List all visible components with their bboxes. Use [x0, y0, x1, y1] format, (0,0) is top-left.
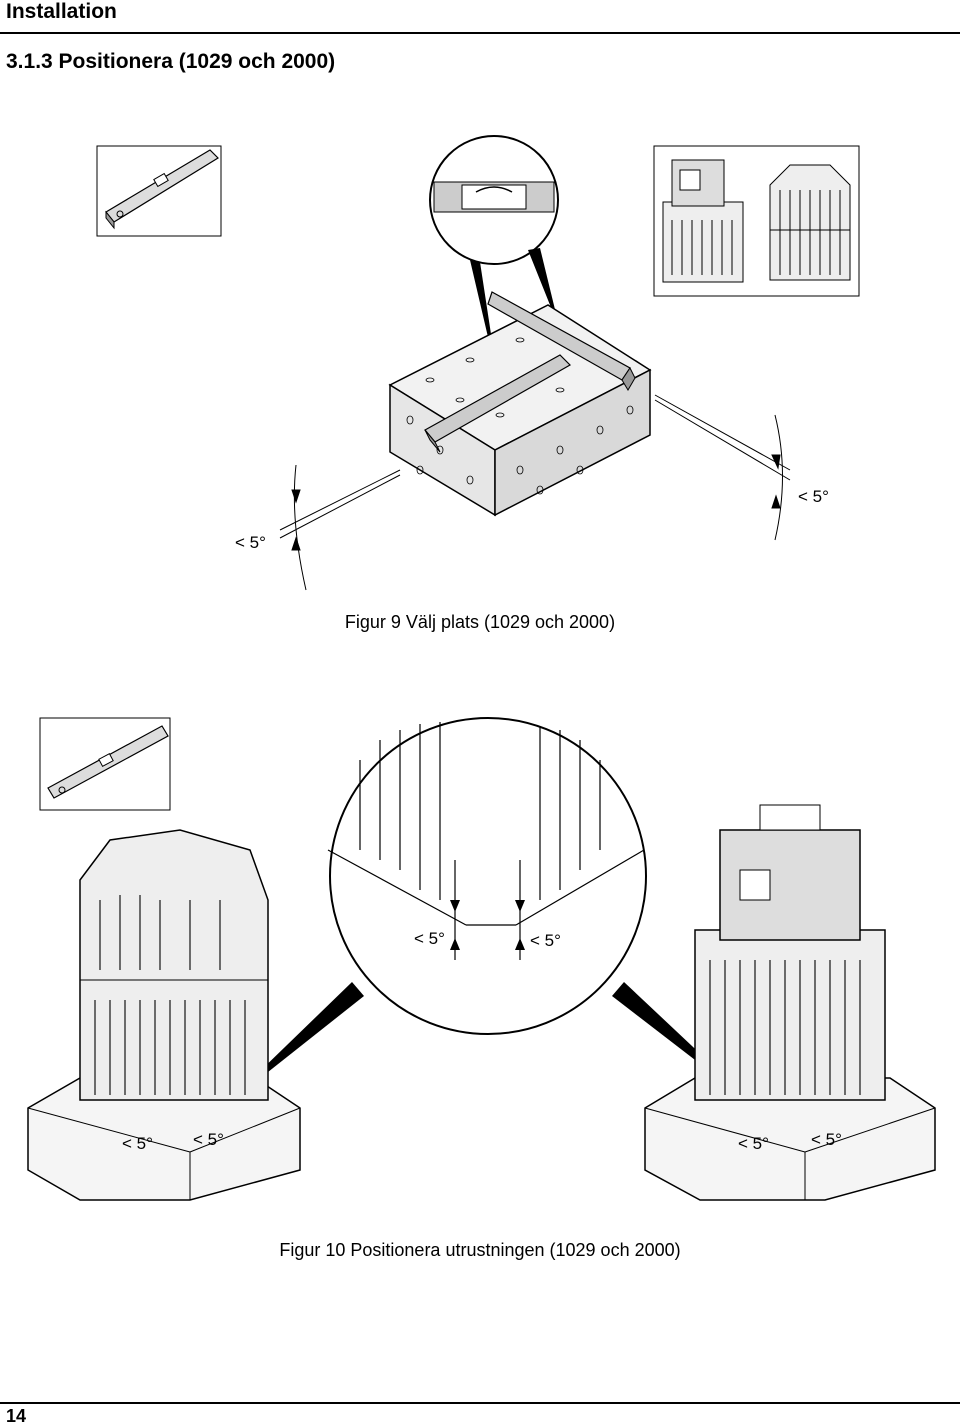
fig9-angle-label-left: < 5° [235, 533, 266, 552]
figure-9-caption: Figur 9 Välj plats (1029 och 2000) [344, 612, 616, 632]
spirit-levels-on-block [424, 291, 636, 453]
fig10-zoom-angle-left: < 5° [414, 929, 445, 948]
header-divider [0, 32, 960, 34]
fig10-right-unit-angle-b: < 5° [811, 1130, 842, 1149]
figure-10-caption: Figur 10 Positionera utrustningen (1029 … [279, 1240, 681, 1260]
fig10-left-unit-angle-a: < 5° [122, 1134, 153, 1153]
footer-divider [0, 1402, 960, 1404]
spirit-level-inset [96, 145, 222, 237]
housing-zoom-circle [220, 717, 760, 1110]
fig10-right-unit-angle-a: < 5° [738, 1134, 769, 1153]
figure-10-illustration: < 5° < 5° < 5° < 5° < 5° < 5° [0, 700, 960, 1220]
header-title: Installation [6, 0, 117, 23]
angle-guides [279, 394, 791, 591]
fig9-angle-label-right: < 5° [798, 487, 829, 506]
right-unit-on-plinth [644, 804, 936, 1201]
figure-9-svg: < 5° < 5° [96, 135, 860, 591]
concrete-foundation [388, 304, 652, 517]
figure-10-svg: < 5° < 5° < 5° < 5° < 5° < 5° [27, 717, 936, 1201]
left-unit-on-plinth [27, 829, 301, 1201]
figure-9-illustration: < 5° < 5° [0, 130, 960, 600]
section-title: 3.1.3 Positionera (1029 och 2000) [6, 50, 336, 73]
spirit-level-inset [39, 717, 171, 811]
page-number: 14 [6, 1406, 27, 1426]
instruments-inset [653, 145, 860, 297]
fig10-left-unit-angle-b: < 5° [193, 1130, 224, 1149]
fig10-zoom-angle-right: < 5° [530, 931, 561, 950]
